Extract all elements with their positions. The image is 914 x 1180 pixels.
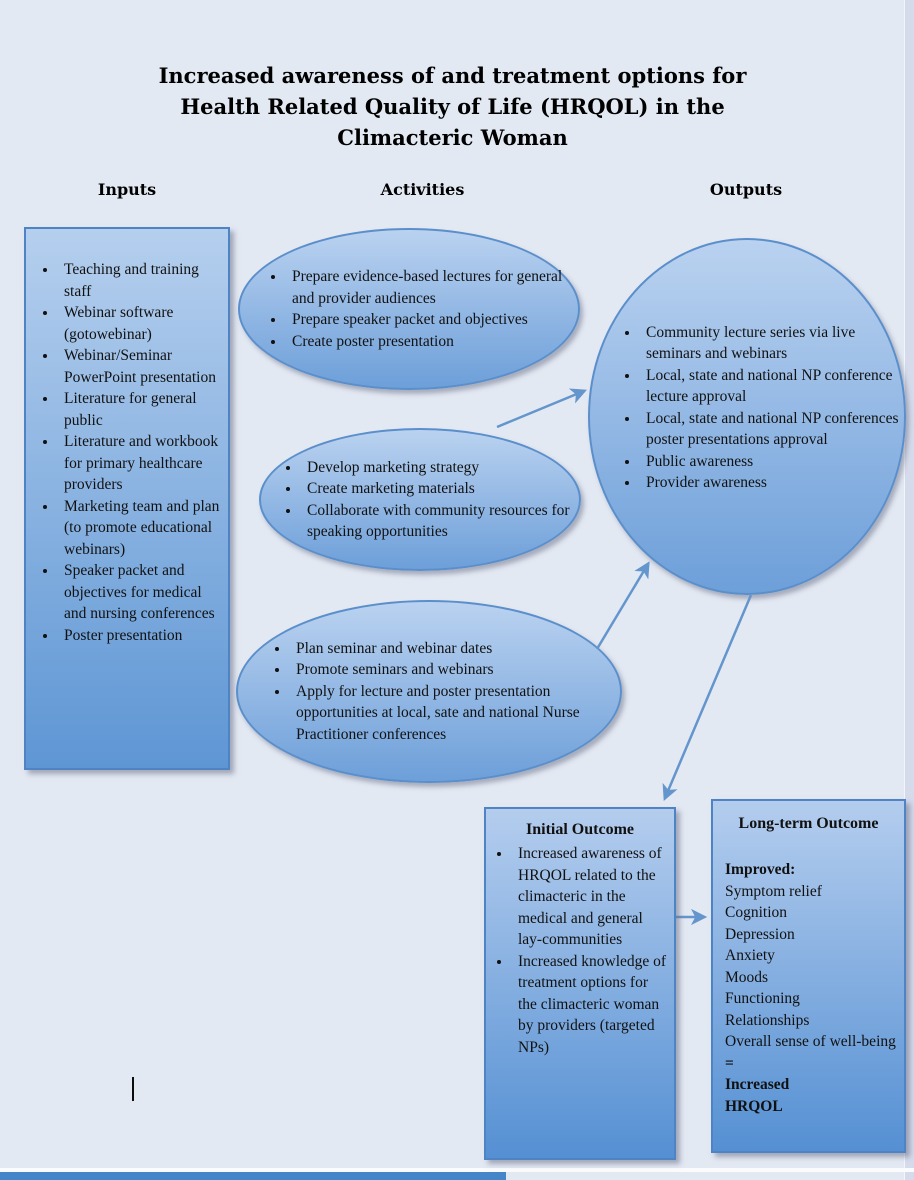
list-item: Provider awareness — [640, 472, 900, 494]
list-item: Anxiety — [725, 947, 775, 964]
list-item: Overall sense of well-being — [725, 1033, 896, 1050]
list-item: Depression — [725, 925, 795, 943]
list-item: Speaker packet and objectives for medica… — [58, 560, 222, 625]
list-item: Community lecture series via live semina… — [640, 322, 900, 365]
list-item: Develop marketing strategy — [301, 457, 575, 479]
list-item: Create marketing materials — [301, 478, 575, 500]
long-term-outcome-title: Long-term Outcome — [738, 815, 879, 832]
column-header-inputs: Inputs — [97, 180, 157, 199]
list-item: HRQOL — [725, 1097, 783, 1115]
inputs-list: Teaching and training staffWebinar softw… — [26, 259, 228, 646]
initial-outcome-box[interactable]: Initial Outcome Increased awareness of H… — [484, 807, 676, 1160]
equals-sign: = — [725, 1054, 734, 1072]
outputs-list: Community lecture series via live semina… — [590, 322, 904, 494]
next-page-bar — [0, 1172, 506, 1180]
activities-ellipse-planning[interactable]: Plan seminar and webinar datesPromote se… — [236, 600, 622, 783]
list-item: Webinar software (gotowebinar) — [58, 302, 222, 345]
list-item: Increased — [725, 1076, 790, 1093]
activities-list-3: Plan seminar and webinar datesPromote se… — [238, 638, 620, 746]
list-item: Poster presentation — [58, 625, 222, 647]
list-item: Local, state and national NP conference … — [640, 365, 900, 408]
list-item: Health Related Quality of Life (HRQOL) i… — [180, 94, 725, 119]
list-item: Collaborate with community resources for… — [301, 500, 575, 543]
list-item: Functioning — [725, 990, 800, 1007]
long-term-outcome-box[interactable]: Long-term Outcome Improved: Symptom reli… — [711, 799, 906, 1153]
arrow-outputs-to-initial-outcome — [662, 594, 753, 801]
list-item: Plan seminar and webinar dates — [290, 638, 616, 660]
list-item: Create poster presentation — [286, 331, 574, 353]
list-item: Relationships — [725, 1011, 810, 1029]
activities-list-1: Prepare evidence-based lectures for gene… — [240, 266, 578, 352]
list-item: Moods — [725, 968, 769, 986]
page-break-line — [0, 1168, 914, 1172]
list-item: Literature for general public — [58, 388, 222, 431]
column-header-activities: Activities — [380, 180, 465, 199]
activities-ellipse-lectures[interactable]: Prepare evidence-based lectures for gene… — [238, 228, 580, 390]
list-item: Increased awareness of HRQOL related to … — [512, 843, 670, 951]
arrow-activities3-to-outputs — [595, 561, 650, 650]
list-item: Literature and workbook for primary heal… — [58, 431, 222, 496]
improved-label: Improved: — [725, 861, 796, 878]
list-item: Symptom relief — [725, 882, 822, 900]
list-item: Apply for lecture and poster presentatio… — [290, 681, 616, 746]
column-header-outputs: Outputs — [709, 180, 783, 199]
initial-outcome-list: Increased awareness of HRQOL related to … — [486, 843, 674, 1058]
list-item: Prepare evidence-based lectures for gene… — [286, 266, 574, 309]
list-item: Increased awareness of and treatment opt… — [158, 63, 747, 88]
page-title: Increased awareness of and treatment opt… — [0, 60, 905, 153]
list-item: Local, state and national NP conferences… — [640, 408, 900, 451]
list-item: Cognition — [725, 904, 788, 921]
inputs-box[interactable]: Teaching and training staffWebinar softw… — [24, 227, 230, 770]
page-edge-strip — [904, 0, 914, 1180]
activities-list-2: Develop marketing strategyCreate marketi… — [261, 457, 579, 543]
list-item: Webinar/Seminar PowerPoint presentation — [58, 345, 222, 388]
list-item: Climacteric Woman — [337, 125, 568, 150]
list-item: Prepare speaker packet and objectives — [286, 309, 574, 331]
arrow-activities2-to-outputs — [496, 388, 588, 429]
outputs-ellipse[interactable]: Community lecture series via live semina… — [588, 238, 906, 595]
list-item: Public awareness — [640, 451, 900, 473]
list-item: Teaching and training staff — [58, 259, 222, 302]
text-cursor — [132, 1077, 134, 1101]
activities-ellipse-marketing[interactable]: Develop marketing strategyCreate marketi… — [259, 428, 581, 571]
list-item: Promote seminars and webinars — [290, 659, 616, 681]
list-item: Marketing team and plan (to promote educ… — [58, 496, 222, 561]
list-item: Increased knowledge of treatment options… — [512, 951, 670, 1059]
initial-outcome-title: Initial Outcome — [526, 821, 634, 838]
